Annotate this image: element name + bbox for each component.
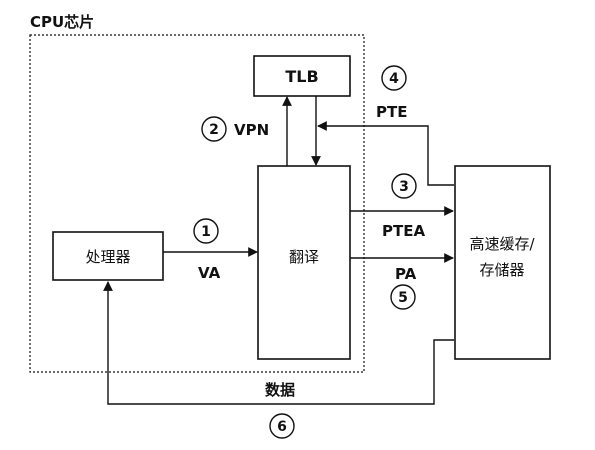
step-2-label: VPN	[234, 121, 269, 139]
step-6-label: 数据	[265, 381, 295, 399]
processor-label: 处理器	[85, 248, 130, 266]
step-4-label: PTE	[376, 103, 407, 121]
step-5-number: 5	[398, 290, 408, 306]
processor-box	[52, 231, 164, 281]
pte-arrow	[317, 121, 454, 186]
step-6-circle	[269, 413, 295, 439]
step-6-number: 6	[277, 419, 287, 435]
step-5-label: PA	[395, 265, 417, 283]
step-5-circle	[390, 284, 416, 310]
step-3-circle	[391, 173, 417, 199]
translation-box	[257, 165, 351, 360]
step-3-label: PTEA	[382, 222, 425, 240]
step-4-number: 4	[389, 71, 399, 87]
step-1-circle	[193, 218, 219, 244]
memory-label-line2: 存储器	[479, 261, 524, 279]
tlb-box	[253, 55, 351, 97]
memory-box	[454, 165, 551, 360]
data-arrow	[103, 281, 454, 405]
cpu-chip-boundary	[29, 34, 365, 373]
step-3-number: 3	[399, 179, 409, 195]
step-1-label: VA	[198, 264, 221, 282]
tlb-label: TLB	[285, 67, 318, 86]
step-2-number: 2	[209, 122, 219, 138]
step-4-circle	[381, 65, 407, 91]
cpu-chip-label: CPU芯片	[30, 13, 94, 31]
step-1-number: 1	[201, 224, 211, 240]
step-2-circle	[201, 116, 227, 142]
memory-label-line1: 高速缓存/	[469, 235, 535, 253]
translation-label: 翻译	[289, 248, 319, 266]
